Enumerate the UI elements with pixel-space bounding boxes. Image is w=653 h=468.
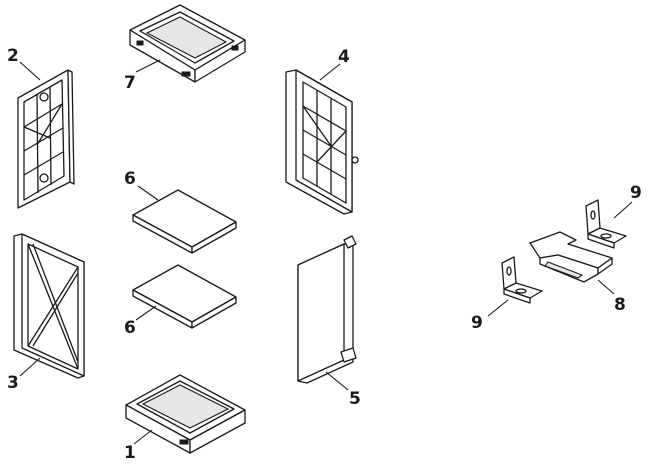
callout-4: 4 <box>338 47 350 67</box>
callout-numbers: 7 2 4 6 6 3 5 1 9 9 8 <box>7 46 642 463</box>
part-2-grid-panel <box>17 69 75 209</box>
leader-2 <box>19 61 41 81</box>
part-9-bracket-lower <box>501 256 543 304</box>
callout-6-lower: 6 <box>124 318 136 338</box>
callout-1: 1 <box>124 443 136 463</box>
leader-4 <box>319 63 341 81</box>
leader-9b <box>487 299 509 317</box>
callout-6-upper: 6 <box>124 169 136 189</box>
leader-9a <box>613 201 633 219</box>
callout-9-upper: 9 <box>630 183 642 203</box>
part-1-bottom-tray <box>125 374 246 454</box>
callout-5: 5 <box>349 389 361 409</box>
leader-7 <box>135 59 161 73</box>
callout-3: 3 <box>7 373 19 393</box>
callout-9-lower: 9 <box>471 313 483 333</box>
leader-3 <box>19 357 41 377</box>
part-8-base-plate <box>529 231 613 283</box>
leader-1 <box>133 429 153 445</box>
leader-lines <box>19 59 633 445</box>
part-3-braced-panel <box>13 233 85 379</box>
part-7-top-frame <box>129 4 246 83</box>
part-9-bracket-upper <box>585 199 627 249</box>
leader-6b <box>135 305 157 321</box>
callout-8: 8 <box>614 295 626 315</box>
part-6-board-upper <box>132 189 237 254</box>
part-4-grid-panel <box>285 69 359 215</box>
callout-7: 7 <box>124 73 136 93</box>
leader-6a <box>137 185 159 201</box>
leader-8 <box>597 279 615 295</box>
part-6-board-lower <box>132 264 237 329</box>
leader-5 <box>325 371 349 391</box>
callout-2: 2 <box>7 46 19 66</box>
part-5-door-panel <box>297 235 357 384</box>
